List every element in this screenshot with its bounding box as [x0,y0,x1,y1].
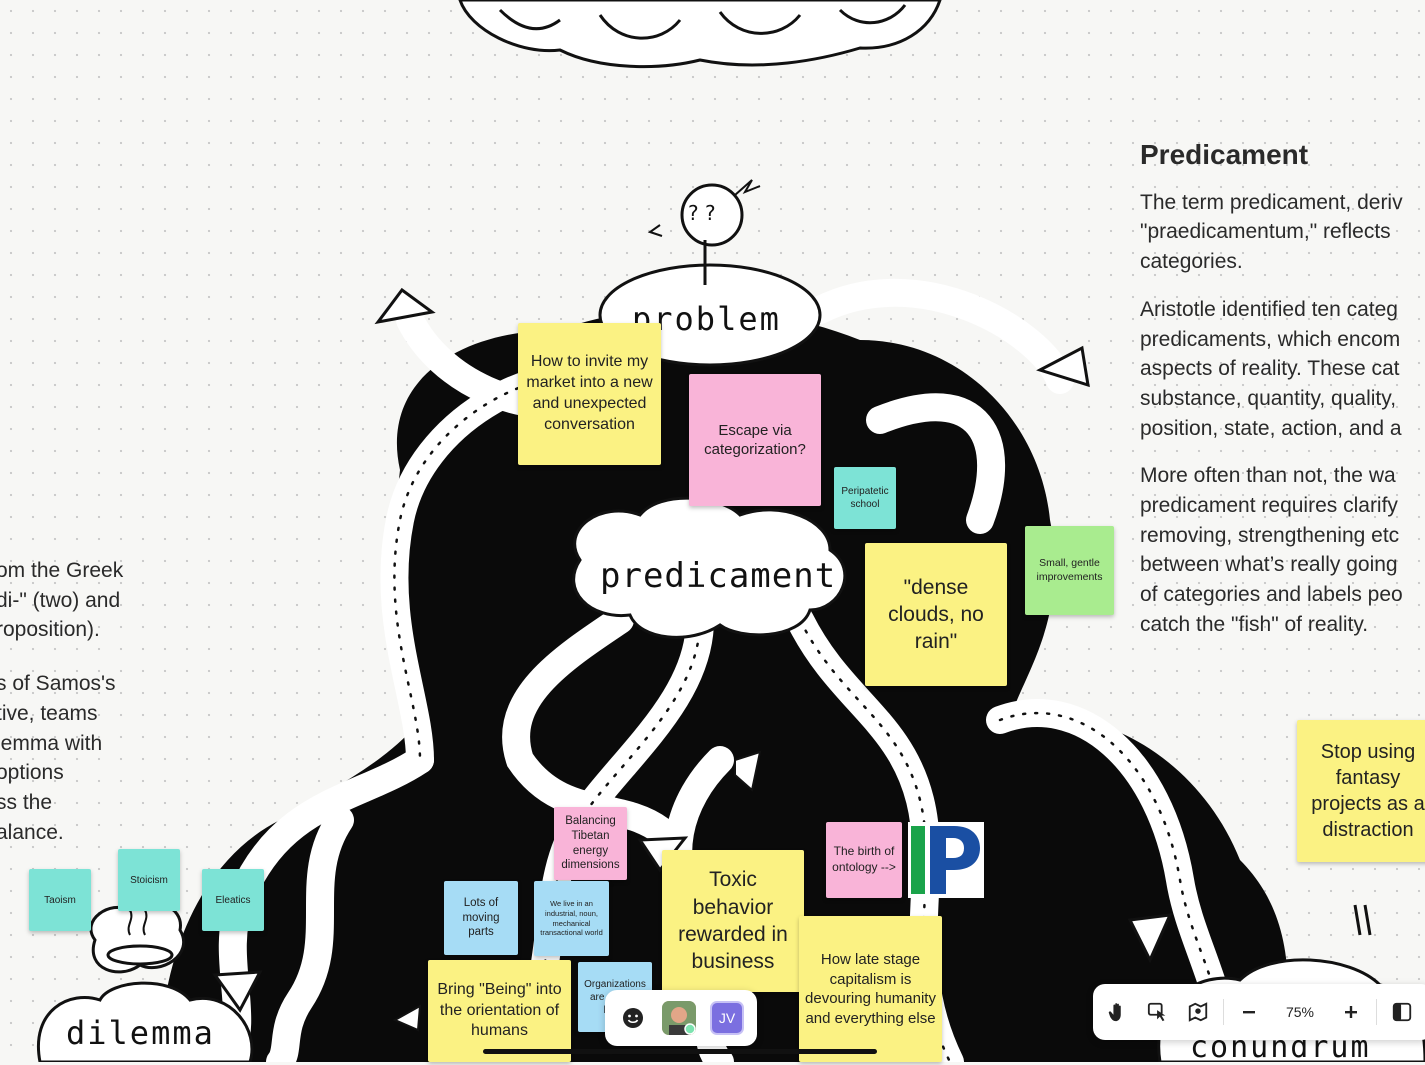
collaboration-toolbar: JV [605,990,757,1046]
divider [1223,999,1224,1025]
sticky-note[interactable]: "dense clouds, no rain" [865,543,1007,686]
sticky-note[interactable]: Lots of moving parts [444,881,518,955]
sticky-note[interactable]: Taoism [29,869,91,931]
top-sketch [458,0,942,69]
dilemma-label: dilemma [66,1014,215,1052]
zoom-toolbar: 75% [1093,984,1425,1040]
panel-icon[interactable] [1387,997,1417,1027]
avatar[interactable] [662,1001,696,1035]
panel-paragraph: The term predicament, deriv "praedicamen… [1140,190,1403,274]
sticky-note[interactable]: How late stage capitalism is devouring h… [799,916,942,1062]
panel-paragraph: s of Samos's tive, teams lemma with opti… [0,672,116,844]
zoom-level[interactable]: 75% [1285,1004,1315,1020]
zoom-out-icon[interactable] [1234,997,1264,1027]
sticky-note[interactable]: Escape via categorization? [689,374,821,506]
sticky-note[interactable]: Eleatics [202,869,264,931]
predicament-label: predicament [600,556,837,596]
pointer-hand-icon[interactable] [1143,997,1173,1027]
panel-paragraph: Aristotle identified ten categ predicame… [1140,297,1402,440]
svg-text:? ?: ? ? [688,201,716,225]
panel-title: Predicament [1140,139,1309,170]
sticky-note[interactable]: The birth of ontology --> [826,822,902,898]
map-pin-icon[interactable] [1183,997,1213,1027]
predicament-cloud [572,496,847,639]
sticky-note[interactable]: We live in an industrial, noun, mechanic… [534,881,609,956]
sticky-note[interactable]: Peripatetic school [834,467,896,529]
p-logo[interactable] [908,822,984,898]
sticky-note[interactable]: Small, gentle improvements [1025,526,1114,615]
avatar-initials[interactable]: JV [710,1001,744,1035]
sticky-note[interactable]: Toxic behavior rewarded in business [662,850,804,992]
zoom-in-icon[interactable] [1336,997,1366,1027]
panel-paragraph: More often than not, the wa predicament … [1140,464,1403,636]
hand-icon[interactable] [1103,997,1133,1027]
sticky-note[interactable]: Balancing Tibetan energy dimensions [554,807,627,880]
smile-icon[interactable] [618,1003,648,1033]
divider [1376,999,1377,1025]
panel-paragraph: om the Greek di-" (two) and roposition). [0,559,124,642]
text-panel-left: om the Greek di-" (two) and roposition).… [0,556,146,865]
sticky-note[interactable]: Stop using fantasy projects as a distrac… [1297,720,1425,862]
text-panel-right: Predicament The term predicament, deriv … [1140,140,1425,658]
sticky-note[interactable]: Bring "Being" into the orientation of hu… [428,960,571,1062]
home-indicator [483,1049,877,1054]
dilemma-cloud [37,981,254,1062]
black-mass [160,308,1288,1062]
sticky-note[interactable]: Stoicism [118,849,180,911]
sticky-note[interactable]: How to invite my market into a new and u… [518,323,661,465]
